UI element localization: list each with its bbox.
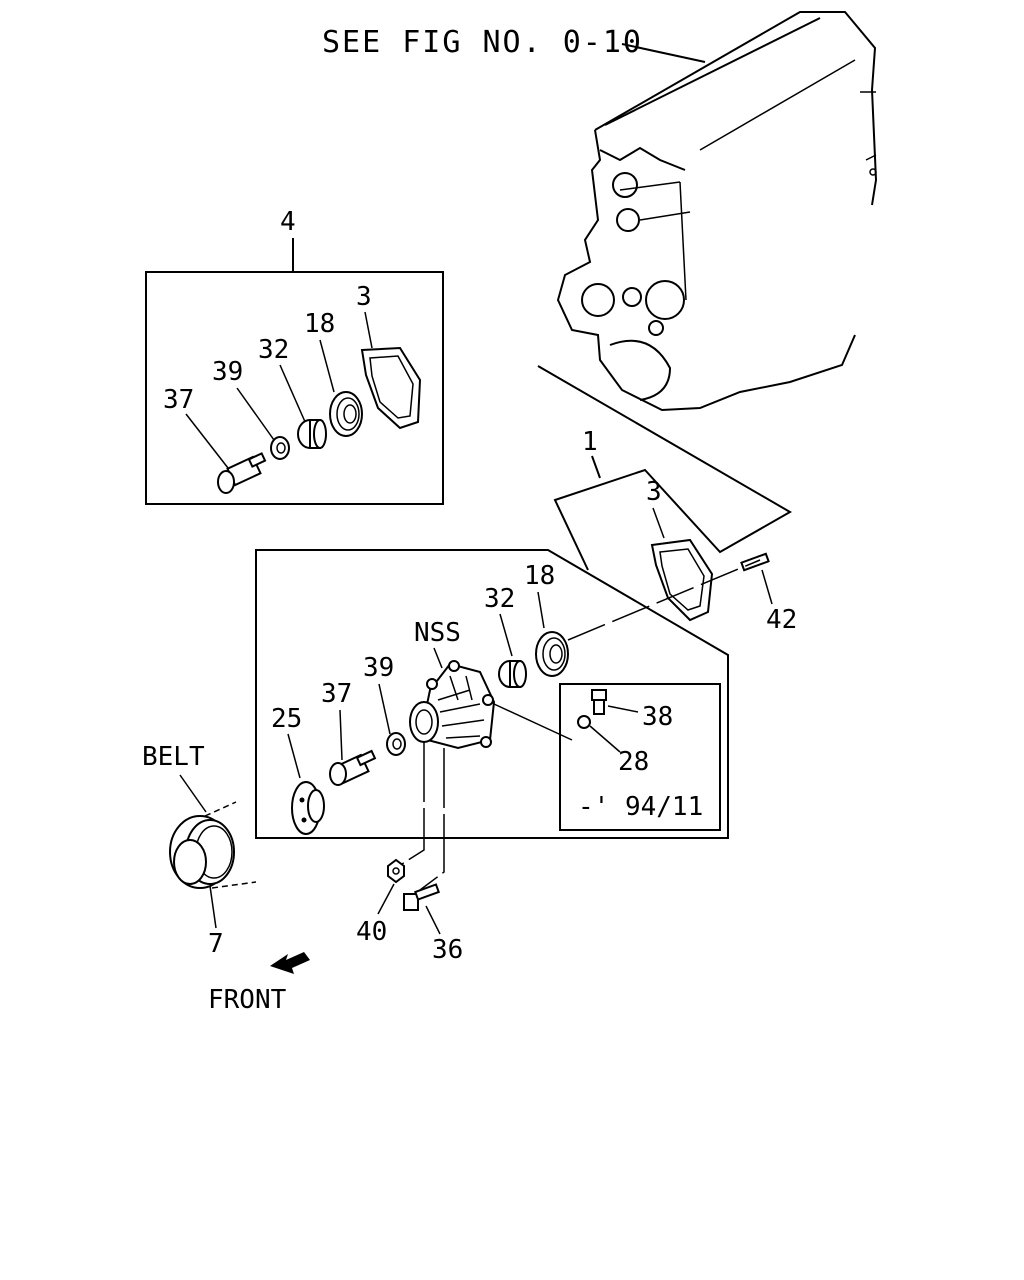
callout-42: 42 — [766, 605, 797, 635]
washer-assy — [386, 732, 406, 756]
callout-25: 25 — [271, 704, 302, 734]
fan-pulley — [169, 801, 257, 889]
water-pump-body — [409, 660, 496, 750]
callout-37-assy: 37 — [321, 679, 352, 709]
nut — [387, 858, 405, 884]
washer-kit — [270, 436, 290, 460]
callout-3-assy: 3 — [646, 477, 662, 507]
callout-38: 38 — [642, 702, 673, 732]
engine-block — [556, 11, 878, 412]
bush-kit — [297, 419, 327, 449]
callout-39-assy: 39 — [363, 653, 394, 683]
reference-leader — [621, 43, 706, 63]
callout-32-assy: 32 — [484, 584, 515, 614]
pulley-hub — [291, 781, 325, 835]
drain-washer — [577, 715, 591, 729]
callout-18-kit: 18 — [304, 309, 335, 339]
shaft-kit — [217, 452, 267, 494]
front-arrow-icon — [270, 952, 310, 974]
gasket-kit — [360, 346, 422, 430]
callout-18-assy: 18 — [524, 561, 555, 591]
callout-39-kit: 39 — [212, 357, 243, 387]
callout-nss: NSS — [414, 618, 461, 648]
callout-28: 28 — [618, 747, 649, 777]
front-label: FRONT — [208, 985, 287, 1015]
assembly-box — [255, 549, 729, 839]
seal-assy — [535, 631, 569, 677]
kit-box — [145, 271, 444, 505]
callout-37-kit: 37 — [163, 385, 194, 415]
callout-1: 1 — [582, 427, 598, 457]
bush-assy — [498, 660, 527, 688]
drain-plug — [591, 689, 607, 715]
belt-label: BELT — [142, 742, 205, 772]
assembly-plane — [537, 365, 793, 571]
date-note-box — [559, 683, 721, 831]
callout-4: 4 — [280, 207, 296, 237]
callout-7: 7 — [208, 929, 224, 959]
callout-3-kit: 3 — [356, 282, 372, 312]
reference-label: SEE FIG NO. 0-10 — [322, 25, 643, 60]
date-note: -' 94/11 — [578, 792, 703, 822]
callout-36: 36 — [432, 935, 463, 965]
shaft-assy — [329, 749, 377, 786]
gasket-assy — [650, 538, 714, 622]
callout-40: 40 — [356, 917, 387, 947]
seal-kit — [329, 391, 363, 437]
bolt — [403, 883, 440, 911]
callout-32-kit: 32 — [258, 335, 289, 365]
